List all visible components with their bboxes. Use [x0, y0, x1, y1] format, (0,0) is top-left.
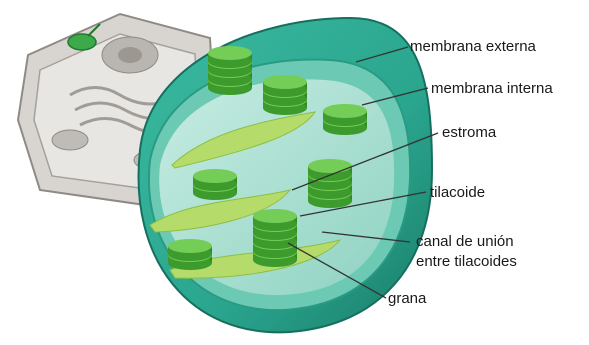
chloroplast-icon	[68, 34, 96, 50]
label-grana: grana	[388, 290, 426, 308]
label-tilacoide: tilacoide	[430, 184, 485, 202]
label-canal-line-1: canal de unión	[416, 232, 517, 252]
label-canal-de-union: canal de unión entre tilacoides	[416, 232, 517, 272]
label-estroma: estroma	[442, 124, 496, 142]
label-membrana-interna: membrana interna	[431, 80, 553, 98]
label-membrana-externa: membrana externa	[410, 38, 536, 56]
label-canal-line-2: entre tilacoides	[416, 252, 517, 272]
